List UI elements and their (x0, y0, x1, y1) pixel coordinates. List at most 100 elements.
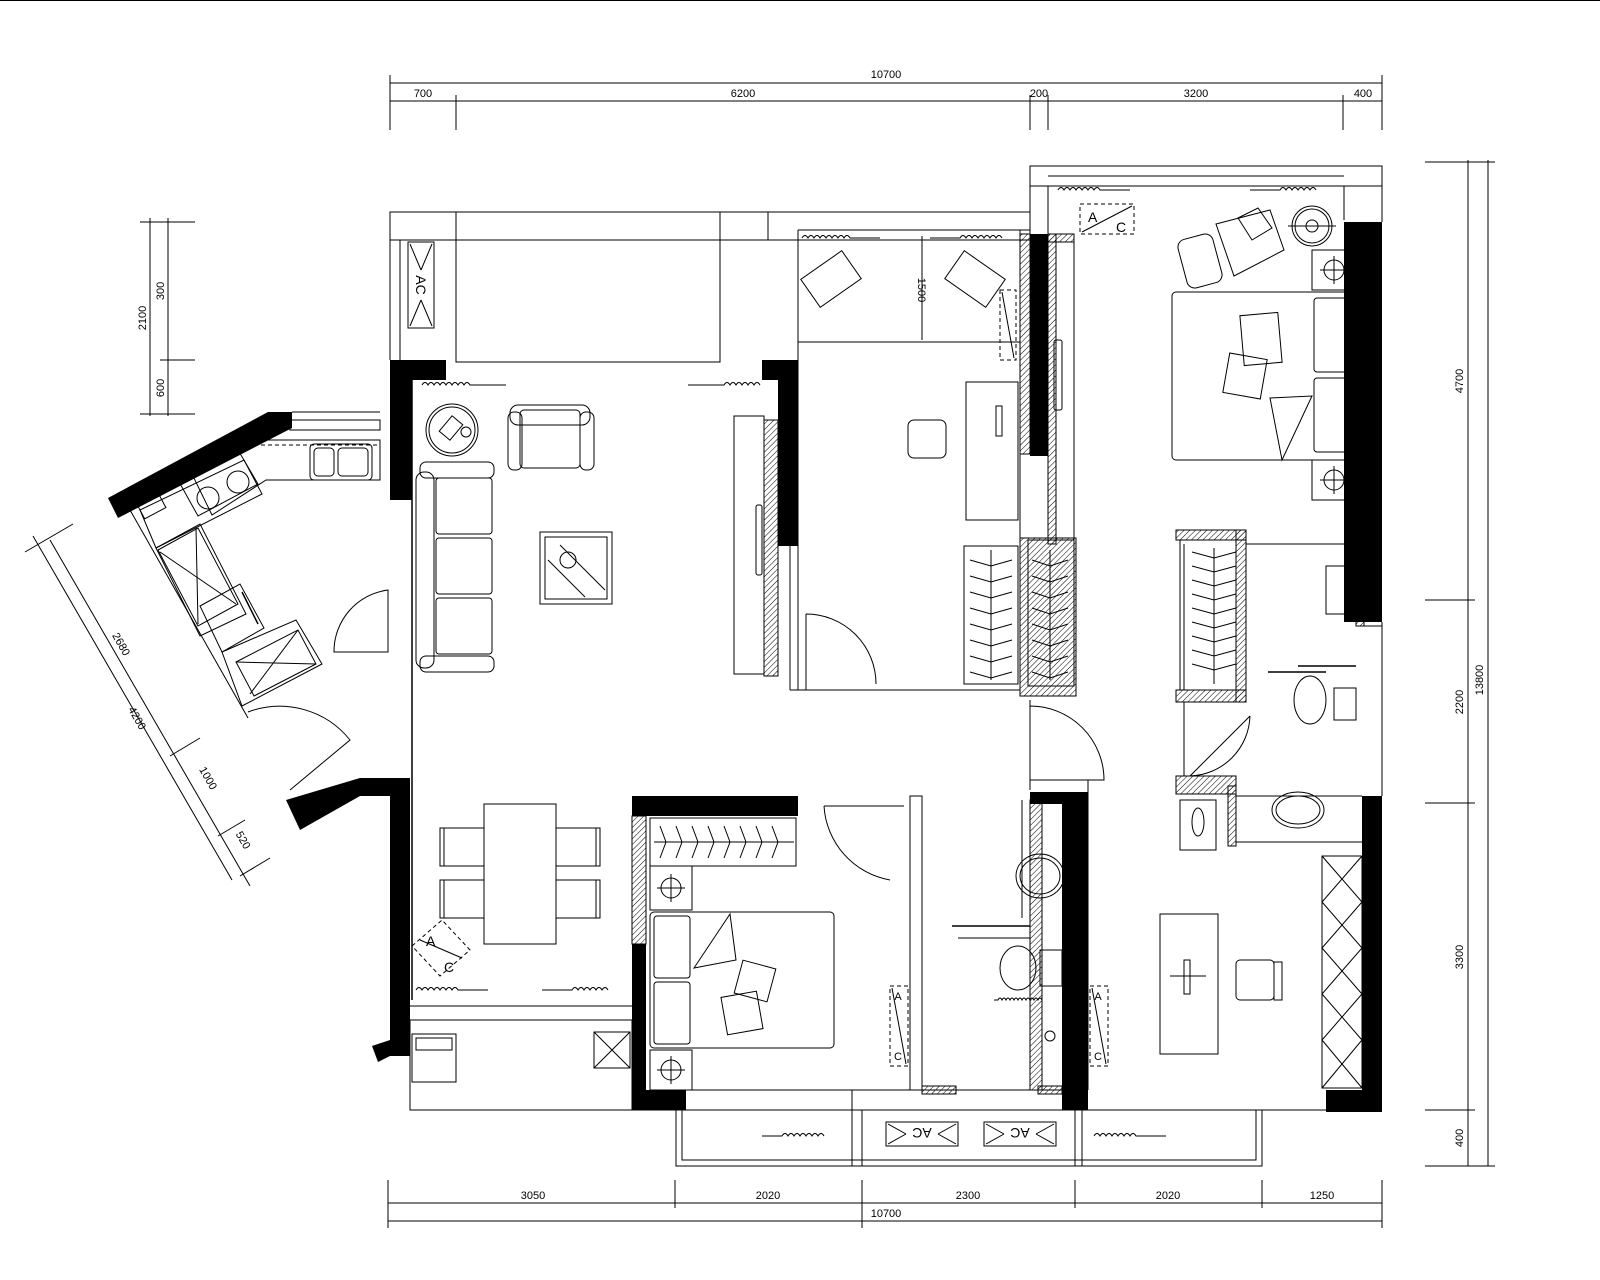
washing-machine (411, 1033, 457, 1083)
pillow (1313, 377, 1353, 453)
dining-chair (555, 827, 601, 867)
dim-top-seg-1: 700 (414, 88, 432, 100)
study-wardrobe (963, 545, 1019, 685)
dim-top-seg-3: 200 (1030, 88, 1048, 100)
dim-right-seg-3: 3300 (1454, 945, 1466, 969)
pillow (653, 981, 691, 1045)
master-bathroom (1179, 544, 1357, 851)
laundry-balcony (409, 1019, 633, 1111)
ac-label-south-2: AC (1010, 1125, 1029, 1141)
dining-chair (439, 879, 485, 919)
dim-bottom-seg-5: 1250 (1310, 1190, 1334, 1202)
left-upper-dimension-chain: 2100 300 600 (137, 218, 195, 416)
ac-label-master-a: A (1088, 209, 1098, 225)
study-chair (907, 419, 947, 459)
ac-label-north: AC (413, 275, 429, 294)
north-balcony (389, 211, 1031, 363)
right-dimension-chain: 4700 2200 3300 400 13800 (1425, 160, 1495, 1167)
pillow (653, 915, 691, 979)
towel-rack (1325, 565, 1357, 615)
dim-top-seg-4: 3200 (1184, 88, 1208, 100)
dining-chair (555, 879, 601, 919)
dim-diag-seg-1: 1000 (196, 765, 219, 792)
ac-label-third-a: A (1094, 991, 1102, 1003)
mop-sink (593, 1031, 631, 1069)
master-toilet (1293, 675, 1327, 725)
cushion (800, 250, 862, 308)
dim-study-depth: 1500 (915, 278, 927, 302)
south-balcony: AC AC (675, 1090, 1263, 1167)
nightstand (649, 865, 693, 911)
ac-unit-south-2 (983, 1121, 1057, 1147)
kitchen-door (333, 589, 389, 653)
side-table-phone (425, 403, 479, 457)
ac-unit-master: A C (1079, 203, 1135, 235)
interior-walls (410, 229, 1383, 1111)
dim-diag-seg-2: 520 (233, 830, 253, 852)
stove (177, 449, 259, 517)
ac-label-south-1: AC (912, 1125, 931, 1141)
study: 1500 (800, 236, 1069, 685)
second-bed (649, 911, 835, 1049)
ac-unit-third-bedroom: A C (1089, 985, 1109, 1067)
top-dimension-chain: 10700 700 6200 200 3200 400 (389, 69, 1383, 130)
master-basin (1271, 791, 1325, 829)
dim-bottom-total: 10700 (871, 1208, 902, 1220)
dim-top-seg-5: 400 (1354, 88, 1372, 100)
master-bath-door (1189, 715, 1251, 777)
common-bathroom (952, 800, 1065, 1042)
ac-label-third-c: C (1094, 1051, 1102, 1063)
third-desk (1159, 913, 1219, 1055)
dining-chair (439, 827, 485, 867)
living-room (415, 403, 779, 677)
dining-table (483, 803, 557, 945)
dim-left-seg-1: 300 (155, 282, 167, 300)
master-bed (1171, 291, 1357, 461)
dining-area (439, 803, 601, 945)
dim-left-seg-2: 600 (155, 379, 167, 397)
nightstand (649, 1049, 693, 1091)
master-shower-tray (1179, 799, 1217, 851)
ottoman (1177, 233, 1223, 289)
third-bedroom (1159, 855, 1363, 1089)
third-wardrobe (1321, 855, 1363, 1089)
doors (247, 589, 1251, 881)
ac-label-dining-c: C (444, 959, 454, 975)
dim-bottom-seg-4: 2020 (1156, 1190, 1180, 1202)
three-seat-sofa (415, 461, 495, 673)
ac-unit-second-bedroom: A C (889, 985, 909, 1067)
third-chair (1235, 959, 1275, 1001)
pillow (1313, 297, 1353, 373)
ac-label-master-c: C (1116, 219, 1126, 235)
refrigerator (199, 583, 265, 653)
common-basin (1015, 853, 1065, 899)
second-bedroom-door (823, 805, 904, 881)
dim-top-total: 10700 (871, 69, 902, 81)
double-sink (309, 443, 373, 481)
bottom-dimension-chain: 3050 2020 2300 2020 1250 10700 (387, 1180, 1383, 1228)
ac-label-dining-a: A (426, 933, 436, 949)
kitchen (129, 411, 381, 719)
tv-cabinet (733, 415, 779, 677)
page-top-border (0, 0, 1600, 1)
study-desk (965, 381, 1019, 521)
entry-door (247, 705, 351, 791)
common-toilet (999, 945, 1037, 991)
dim-top-seg-2: 6200 (731, 88, 755, 100)
structural-walls (108, 222, 1382, 1112)
coffee-table (539, 531, 613, 605)
lounge-chair (1215, 209, 1285, 277)
dim-diag-outer: 2680 (109, 631, 132, 658)
dim-right-seg-4: 400 (1454, 1129, 1466, 1147)
cushion (944, 250, 1006, 308)
dim-bottom-seg-2: 2020 (756, 1190, 780, 1202)
ac-label-second-c: C (894, 1051, 902, 1063)
ac-unit-dining: A C (411, 919, 471, 977)
round-side-table (1288, 205, 1336, 247)
ac-unit-study (999, 289, 1017, 361)
dim-left-total: 2100 (137, 306, 149, 330)
dim-bottom-seg-3: 2300 (956, 1190, 980, 1202)
study-door (805, 613, 877, 690)
curtains (415, 187, 1317, 1137)
